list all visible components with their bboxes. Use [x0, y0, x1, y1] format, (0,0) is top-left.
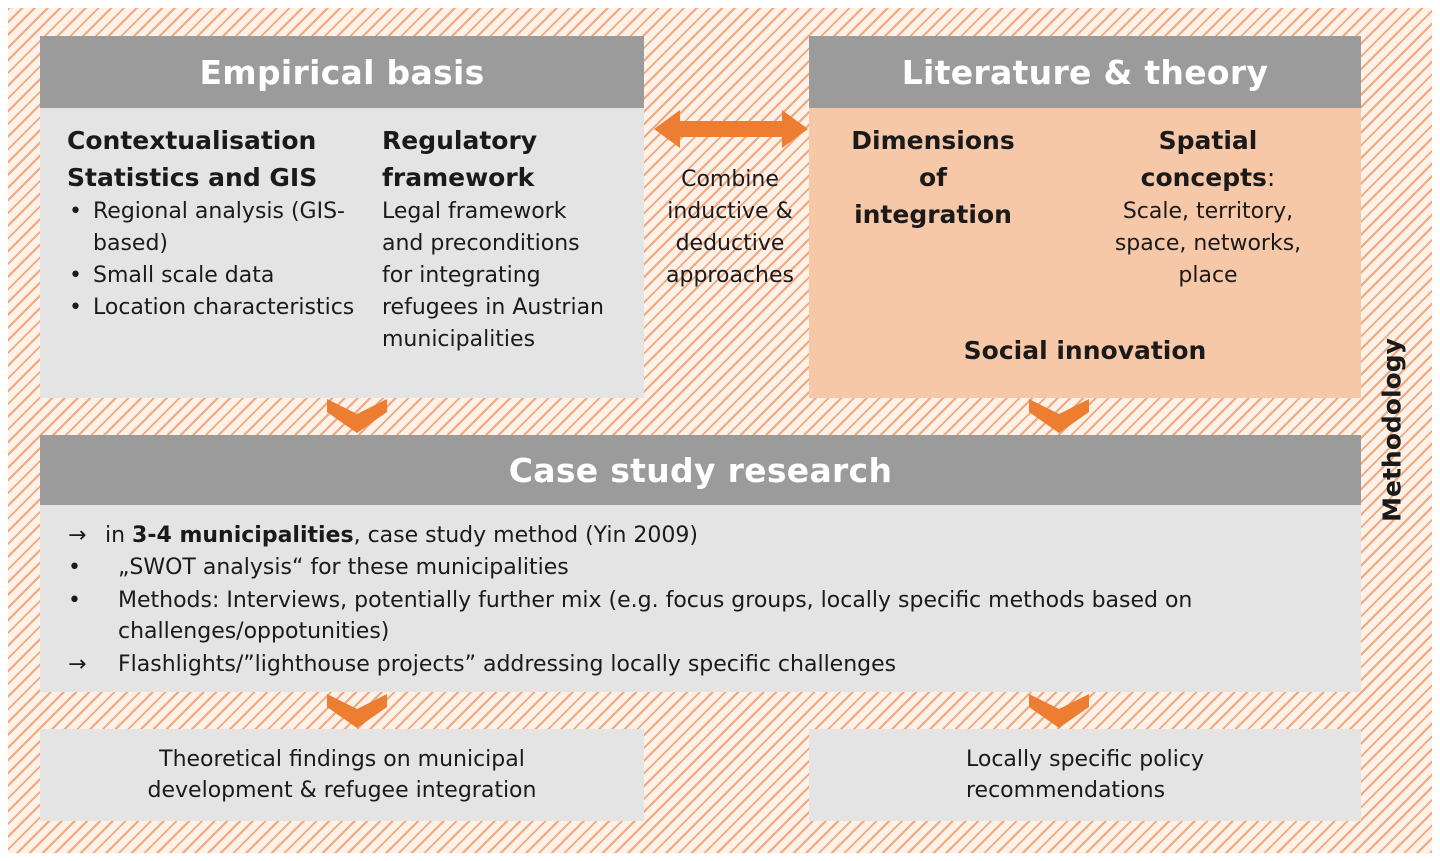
arrow-right-icon: → [68, 523, 87, 548]
case-study-panel [40, 505, 1361, 692]
list-item: Location characteristics [67, 292, 357, 324]
chevron-down-icon [327, 694, 387, 728]
case-study-line-3-cont: challenges/oppotunities) [118, 619, 390, 644]
contextualisation-heading: Contextualisation Statistics and GIS [67, 126, 318, 192]
policy-recommendations-box: Locally specific policy recommendations [809, 729, 1361, 821]
literature-theory-title: Literature & theory [901, 52, 1269, 92]
spatial-concepts-text: Scale, territory, space, networks, place [1114, 199, 1302, 288]
empirical-basis-panel: Contextualisation Statistics and GIS Reg… [40, 108, 644, 398]
dimensions-of-integration-heading: Dimensions of integration [851, 126, 1015, 229]
chevron-down-icon [1029, 694, 1089, 728]
case-study-line-4: →Flashlights/”lighthouse projects” addre… [68, 649, 896, 681]
case-study-line-2: •„SWOT analysis“ for these municipalitie… [68, 552, 569, 584]
literature-theory-header: Literature & theory [809, 36, 1361, 108]
chevron-down-icon [1029, 399, 1089, 433]
case-study-line-1: → in 3-4 municipalities, case study meth… [68, 520, 698, 552]
literature-theory-panel: Dimensions of integration Spatial concep… [809, 108, 1361, 398]
regulatory-heading: Regulatory framework [382, 126, 538, 192]
combine-approaches-text: Combine inductive & deductive approaches [666, 167, 794, 288]
spatial-concepts-heading: Spatial concepts: [1140, 126, 1276, 192]
chevron-down-icon [327, 399, 387, 433]
list-item: Regional analysis (GIS-based) [67, 196, 357, 260]
methodology-side-label: Methodology [1377, 338, 1407, 522]
empirical-basis-title: Empirical basis [199, 52, 485, 92]
list-item: Small scale data [67, 260, 357, 292]
bullet-icon: • [68, 588, 81, 613]
bullet-icon: • [68, 555, 81, 580]
double-arrow-icon [654, 110, 808, 148]
contextualisation-list: Regional analysis (GIS-based) Small scal… [67, 196, 357, 324]
arrow-right-icon: → [68, 652, 87, 677]
case-study-title: Case study research [508, 450, 893, 490]
case-study-header: Case study research [40, 435, 1361, 505]
social-innovation-label: Social innovation [963, 336, 1207, 365]
case-study-line-3: •Methods: Interviews, potentially furthe… [68, 585, 1192, 617]
regulatory-text: Legal framework and preconditions for in… [382, 199, 604, 352]
empirical-basis-header: Empirical basis [40, 36, 644, 108]
theoretical-findings-box: Theoretical findings on municipal develo… [40, 729, 644, 821]
